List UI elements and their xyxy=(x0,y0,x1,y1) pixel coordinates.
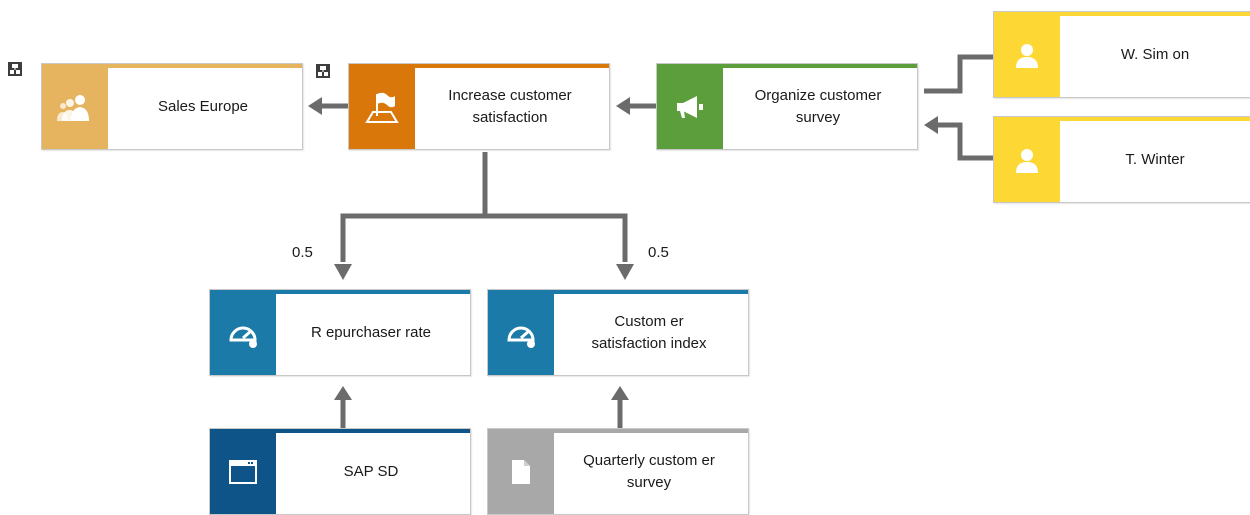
application-icon-box xyxy=(210,429,276,514)
megaphone-icon xyxy=(677,95,703,118)
document-icon-box xyxy=(488,429,554,514)
person-icon xyxy=(1016,148,1038,173)
node-label: SAP SD xyxy=(343,462,399,480)
measure-icon-box xyxy=(657,64,723,149)
node-label: R epurchaser rate xyxy=(310,323,432,341)
application-window-icon xyxy=(229,459,257,484)
weight-label-left: 0.5 xyxy=(292,244,313,261)
node-label: Custom er satisfaction index xyxy=(591,312,707,352)
node-sales-europe[interactable]: Sales Europe xyxy=(41,63,303,150)
gauge-icon xyxy=(229,326,257,348)
arrowhead xyxy=(334,264,352,280)
connector-objective-to-kpis xyxy=(340,152,488,262)
node-w-simon[interactable]: W. Sim on xyxy=(993,11,1250,98)
node-sap-sd[interactable]: SAP SD xyxy=(209,428,471,515)
arrowhead xyxy=(611,386,629,400)
node-topbar xyxy=(488,290,748,294)
arrowhead xyxy=(334,386,352,400)
node-label: W. Sim on xyxy=(1120,45,1190,63)
node-topbar xyxy=(210,290,470,294)
arrowhead xyxy=(308,97,322,115)
node-topbar xyxy=(42,64,302,68)
org-unit-icon-box xyxy=(42,64,108,149)
arrowhead xyxy=(616,97,630,115)
node-topbar xyxy=(994,12,1250,16)
hierarchy-icon[interactable] xyxy=(316,64,330,78)
people-group-icon xyxy=(57,94,89,121)
objective-icon-box xyxy=(349,64,415,149)
person-icon-box xyxy=(994,12,1060,97)
document-icon xyxy=(512,459,530,484)
node-quarterly-customer-survey[interactable]: Quarterly custom er survey xyxy=(487,428,749,515)
flag-map-icon xyxy=(365,92,399,123)
connector-wsimon-to-measure xyxy=(924,54,993,94)
node-organize-customer-survey[interactable]: Organize customer survey xyxy=(656,63,918,150)
arrowhead xyxy=(924,116,938,134)
node-topbar xyxy=(349,64,609,68)
node-label: Increase customer satisfaction xyxy=(448,86,572,126)
kpi-icon-box xyxy=(210,290,276,375)
node-label: T. Winter xyxy=(1125,150,1185,168)
node-increase-customer-satisfaction[interactable]: Increase customer satisfaction xyxy=(348,63,610,150)
connector-objective-to-kpis-right xyxy=(485,213,628,262)
weight-label-right: 0.5 xyxy=(648,244,669,261)
node-topbar xyxy=(488,429,748,433)
kpi-icon-box xyxy=(488,290,554,375)
person-icon xyxy=(1016,43,1038,68)
node-topbar xyxy=(994,117,1250,121)
gauge-icon xyxy=(507,326,535,348)
node-repurchaser-rate[interactable]: R epurchaser rate xyxy=(209,289,471,376)
person-icon-box xyxy=(994,117,1060,202)
node-label: Organize customer survey xyxy=(754,86,882,126)
connector-twinter-to-measure xyxy=(936,122,993,161)
arrowhead xyxy=(616,264,634,280)
node-label: Sales Europe xyxy=(157,97,249,115)
node-topbar xyxy=(657,64,917,68)
node-topbar xyxy=(210,429,470,433)
hierarchy-icon[interactable] xyxy=(8,62,22,76)
node-customer-satisfaction-index[interactable]: Custom er satisfaction index xyxy=(487,289,749,376)
node-t-winter[interactable]: T. Winter xyxy=(993,116,1250,203)
node-label: Quarterly custom er survey xyxy=(583,451,715,491)
